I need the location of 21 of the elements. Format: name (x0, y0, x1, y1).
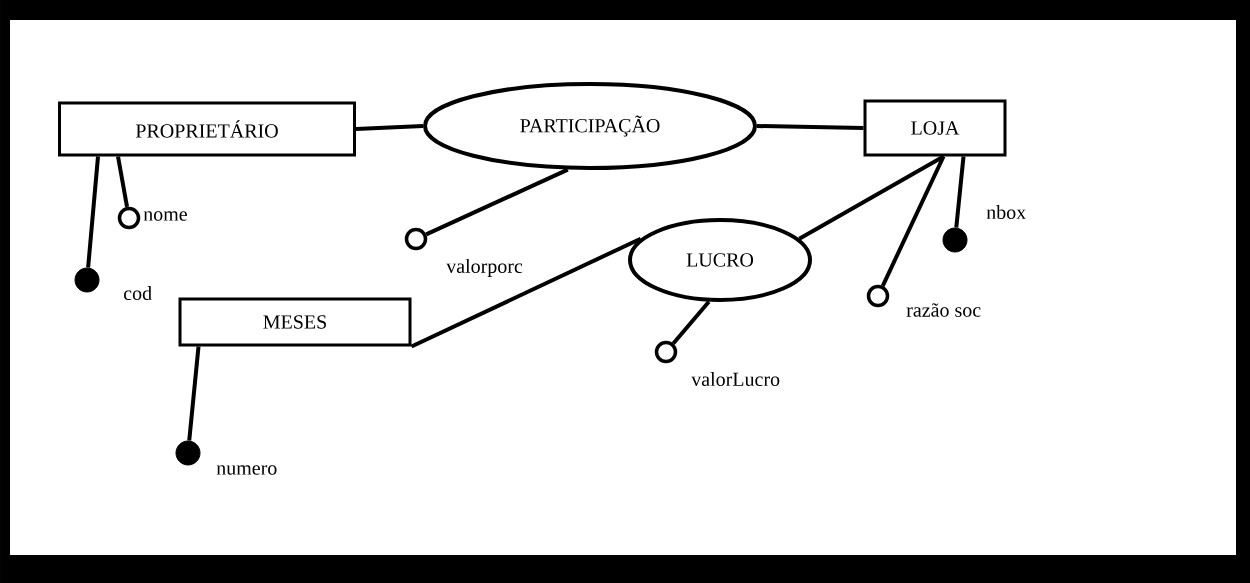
entity-box: PROPRIETÁRIO (58, 101, 356, 157)
connector-line (187, 346, 201, 441)
attribute-label: nbox (986, 204, 1026, 219)
connector-line (355, 124, 424, 131)
attribute-label: valorLucro (691, 371, 780, 386)
connector-line (756, 124, 864, 130)
connector-line (410, 236, 642, 349)
attribute-label: numero (216, 465, 277, 475)
connector-line (86, 156, 100, 268)
connector-line (671, 300, 711, 345)
attribute-label: cod (124, 285, 152, 300)
attribute-label: razão soc (906, 303, 981, 317)
connector-line (116, 156, 129, 208)
connector-line (880, 155, 946, 287)
entity-box: LOJA (863, 99, 1007, 157)
connector-line (425, 167, 569, 237)
connector-line (954, 156, 966, 228)
attribute-label: valorporc (446, 258, 523, 278)
entity-box: MESES (178, 297, 412, 347)
attribute-label: nome (143, 211, 187, 221)
connector-line (798, 154, 945, 241)
